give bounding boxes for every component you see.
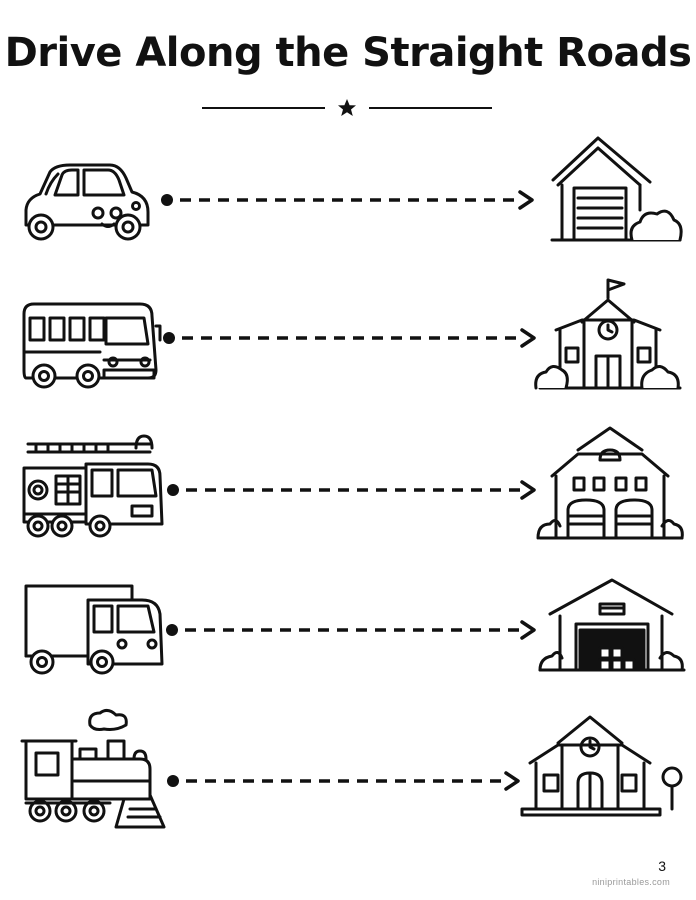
fire-station-icon: [536, 426, 684, 540]
dashed-road: [167, 480, 536, 500]
car-icon: [24, 163, 150, 241]
page-number: 3: [658, 858, 666, 874]
fire-truck-icon: [22, 434, 164, 538]
stop-sign-icon: [661, 766, 683, 788]
train-station-icon: [520, 715, 683, 817]
star-icon: [338, 99, 356, 116]
title-divider: [202, 99, 492, 116]
route-row-car: [0, 130, 696, 270]
route-row-train: [0, 705, 696, 845]
worksheet-title: Drive Along the Straight Roads: [4, 30, 692, 76]
delivery-truck-icon: [24, 584, 164, 675]
dashed-road: [163, 328, 536, 348]
dashed-road: [167, 771, 520, 791]
train-icon: [20, 708, 166, 829]
dashed-road: [161, 190, 534, 210]
dashed-road: [166, 620, 536, 640]
route-row-delivery-truck: [0, 560, 696, 700]
site-credit: niniprintables.com: [592, 877, 670, 887]
garage-icon: [550, 136, 683, 242]
route-row-bus: [0, 270, 696, 410]
school-bus-icon: [22, 302, 162, 389]
warehouse-icon: [538, 578, 686, 672]
route-row-fire-truck: [0, 420, 696, 560]
school-icon: [534, 278, 682, 390]
